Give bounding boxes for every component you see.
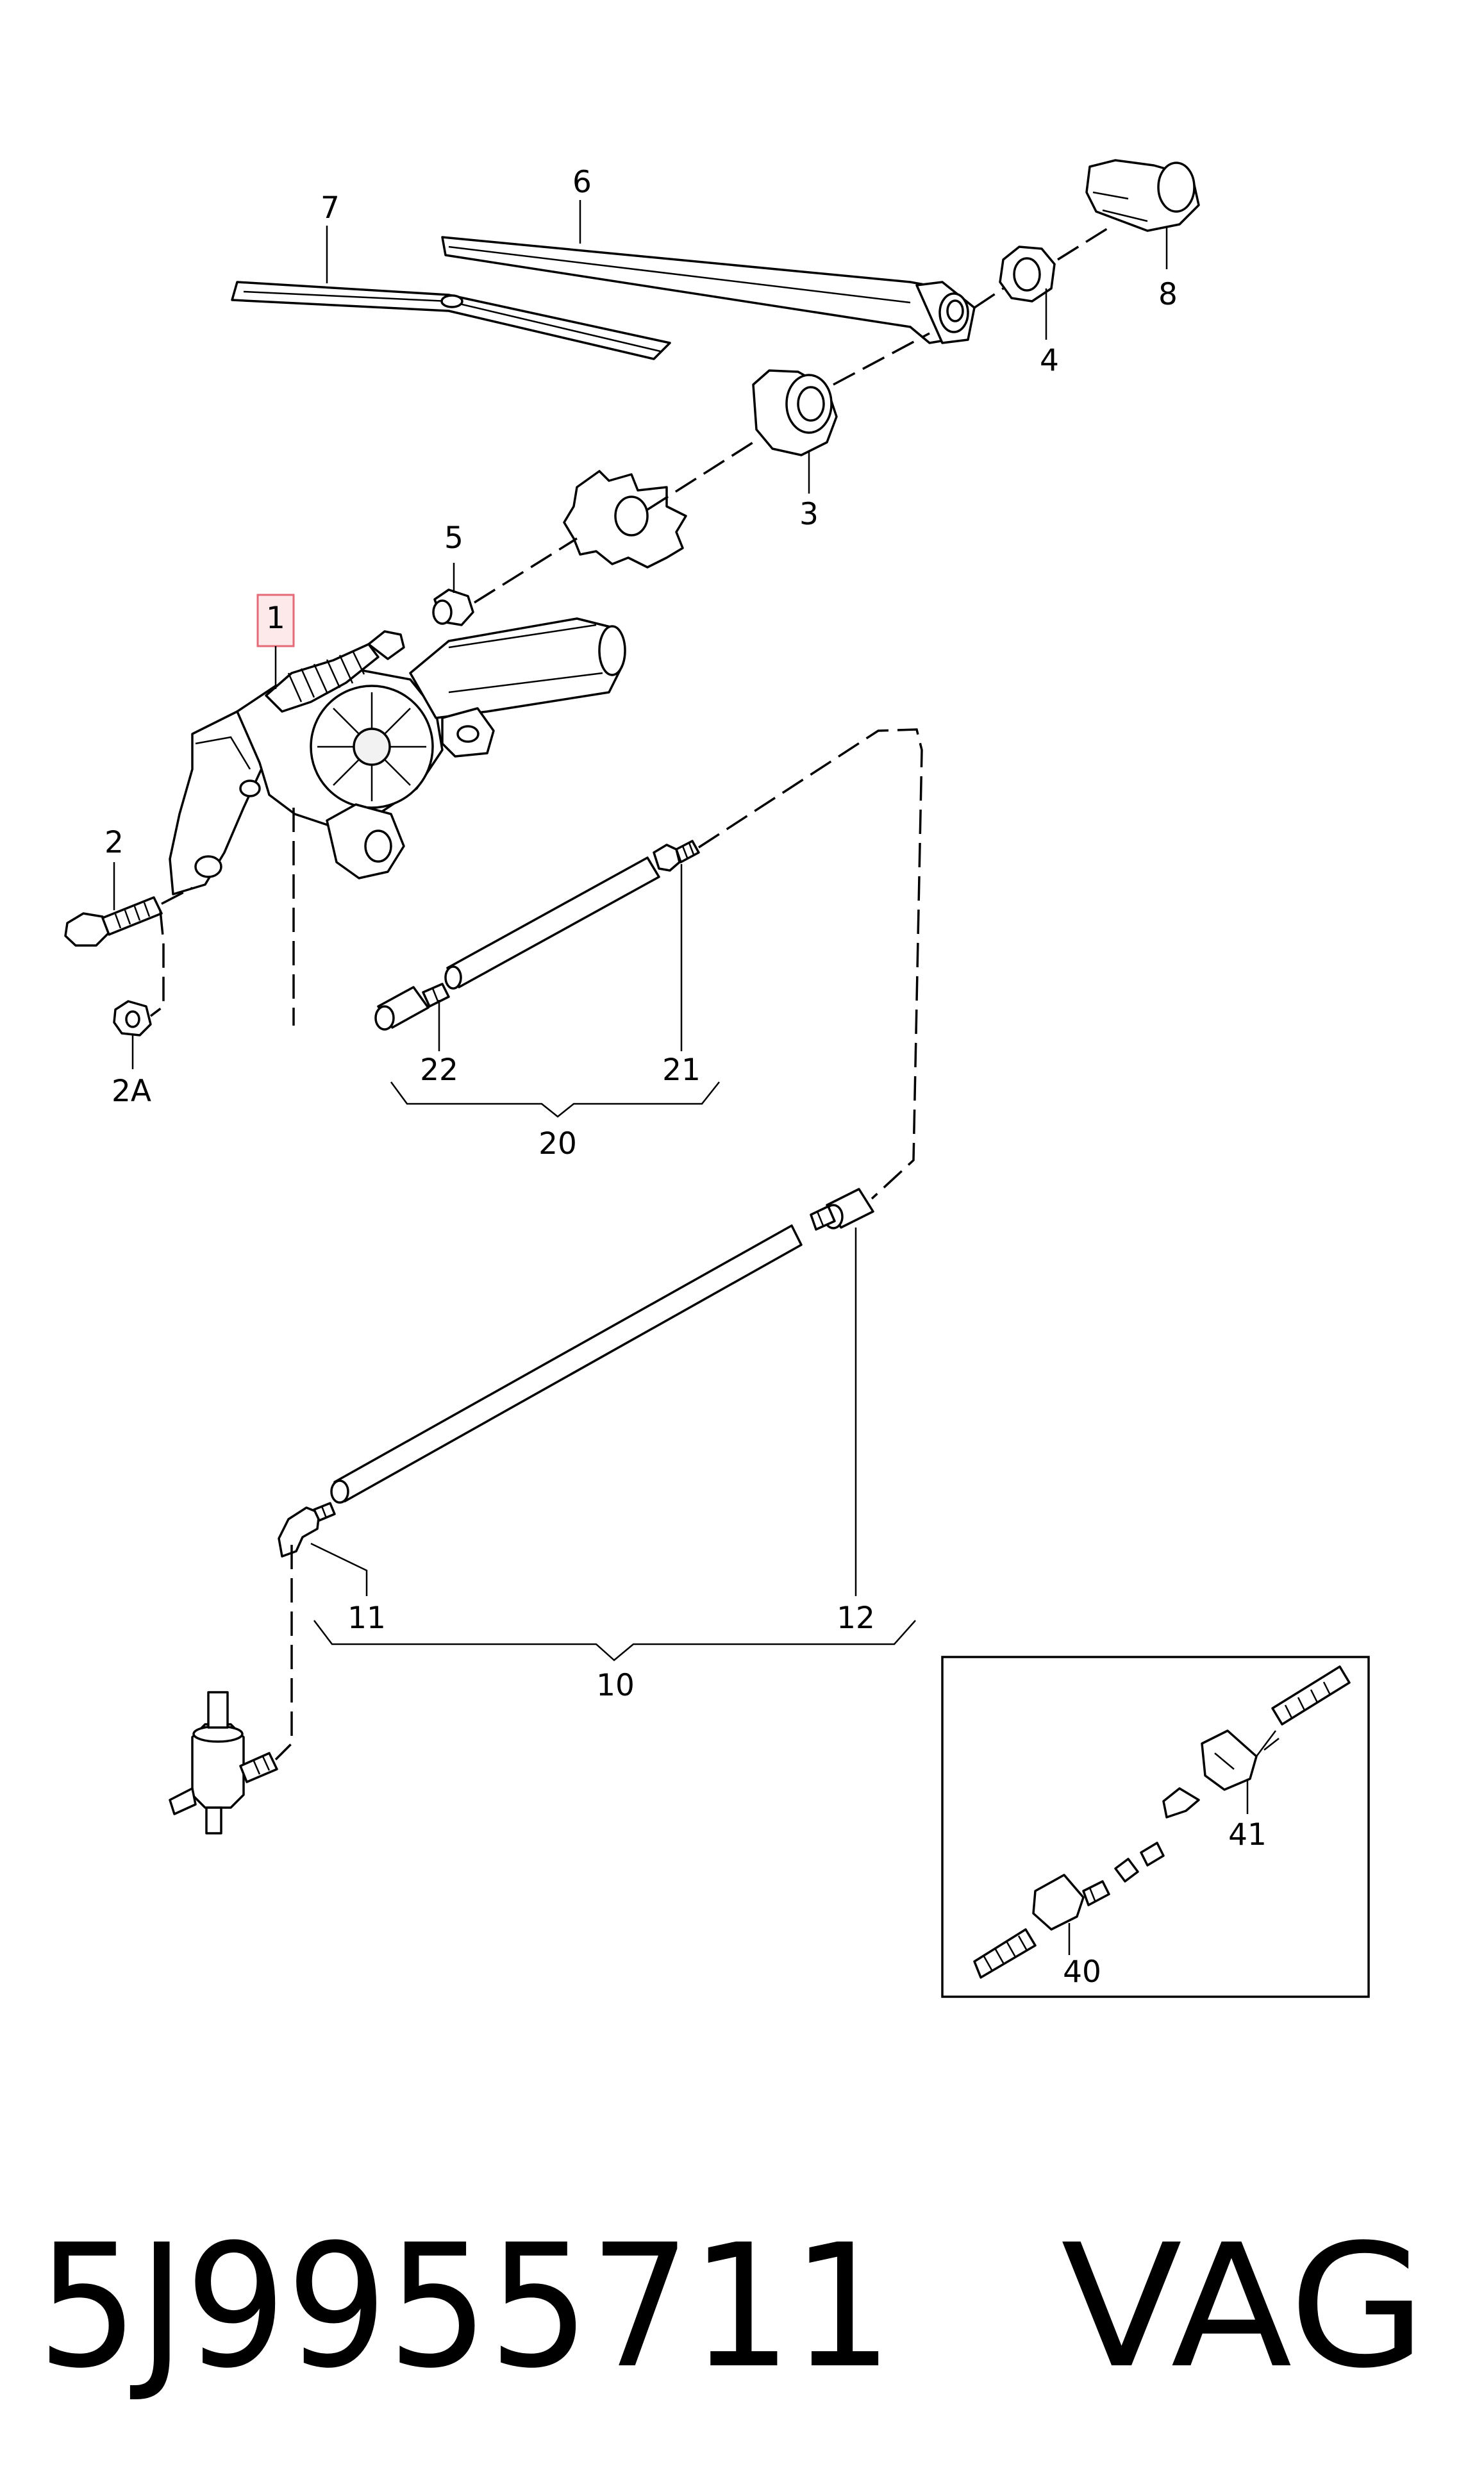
brand-name: VAG [1061,2208,1426,2406]
nut-part[interactable] [999,246,1056,303]
connector-41-part[interactable] [1162,1665,1351,1819]
callout-41: 41 [1228,1817,1267,1853]
callout-21: 21 [662,1053,701,1088]
t-piece-part[interactable] [169,1691,278,1835]
leader-line-11 [310,1542,368,1596]
callout-4: 4 [1040,343,1059,378]
callout-1[interactable]: 1 [266,601,285,636]
callout-11: 11 [347,1601,386,1636]
callout-10: 10 [596,1668,635,1703]
callout-20: 20 [538,1126,577,1162]
connector-12-part[interactable] [810,1188,874,1231]
connector-21-part[interactable] [653,840,700,872]
callout-22: 22 [420,1053,458,1088]
callout-5: 5 [444,520,463,556]
hose-20-part[interactable] [444,856,660,990]
bush-part[interactable] [432,588,474,626]
part-number: 5J9955711 [37,2208,893,2406]
callout-3: 3 [799,497,819,532]
callout-7: 7 [321,190,340,226]
elbow-11-part[interactable] [278,1502,336,1558]
callout-highlight-box [256,594,295,647]
grommet-part[interactable] [752,369,838,456]
wiper-arm-part[interactable] [441,236,976,344]
connector-22-part[interactable] [374,983,450,1031]
callout-6: 6 [572,165,592,200]
wiper-motor-part[interactable] [169,617,626,895]
hose-10-part[interactable] [330,1224,803,1504]
inset-box [941,1656,1370,1998]
bracket-10 [313,1620,916,1661]
connector-40-part[interactable] [973,1842,1165,1979]
seal-gasket-part [563,470,687,569]
callout-8: 8 [1158,277,1178,312]
callout-2a: 2A [112,1074,151,1109]
callout-40: 40 [1063,1954,1101,1990]
bracket-20 [390,1081,720,1118]
nut-2a-part[interactable] [113,1000,152,1037]
callout-12: 12 [837,1601,875,1636]
callout-2: 2 [104,825,124,860]
wiper-blade-part[interactable] [231,281,671,360]
cap-part[interactable] [1085,159,1200,232]
